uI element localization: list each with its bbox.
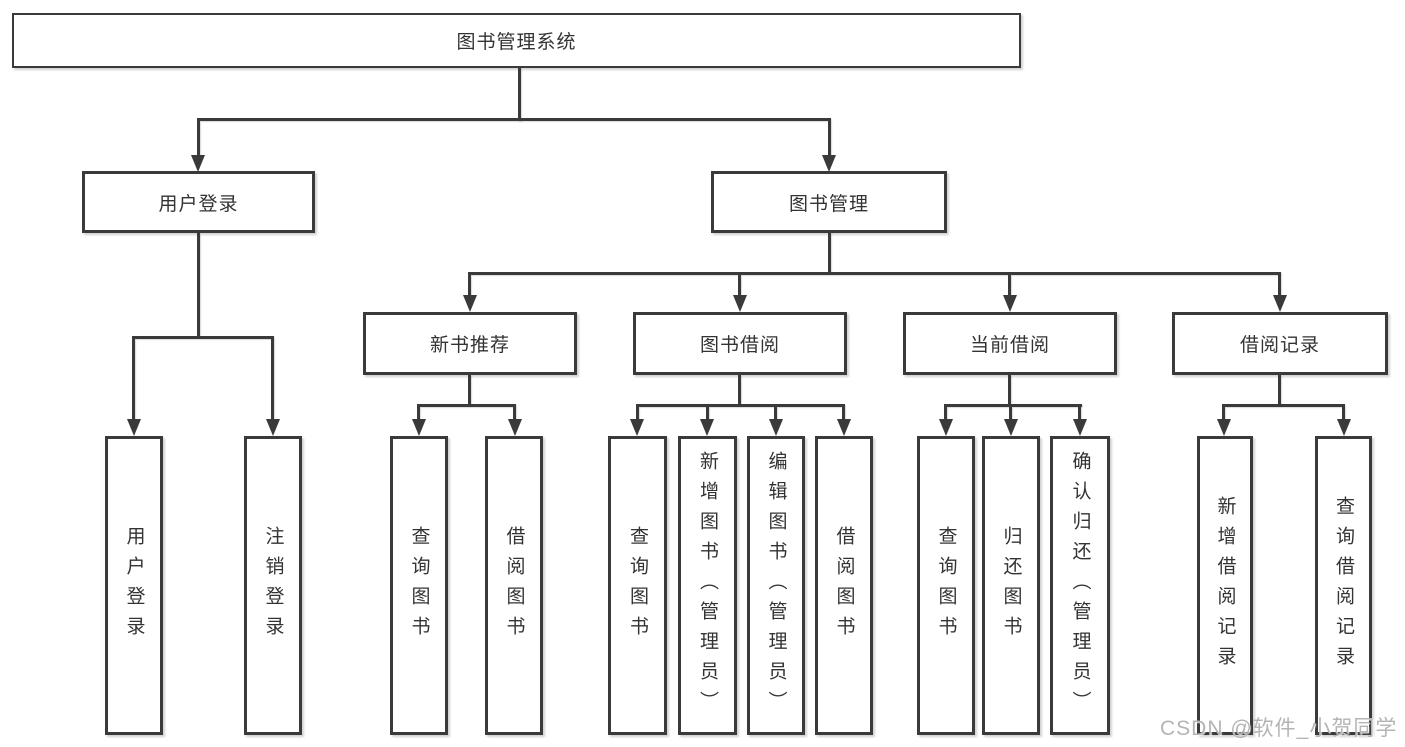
leaf-record-add-record: 新增借阅记录 [1197, 436, 1253, 735]
arrowhead-login-leaf [127, 419, 141, 436]
arrowhead-book-mgmt [822, 155, 836, 172]
node-book-management: 图书管理 [711, 171, 947, 233]
node-root: 图书管理系统 [12, 13, 1021, 68]
arrowhead-leaf [769, 419, 783, 436]
arrowhead-leaf [508, 419, 522, 436]
arrowhead-new-book [463, 295, 477, 312]
node-new-book-recommend: 新书推荐 [363, 312, 577, 375]
node-book-borrow: 图书借阅 [633, 312, 847, 375]
arrowhead-leaf [837, 419, 851, 436]
connector-leaf-drop [1342, 407, 1345, 419]
connector-level3-bus [468, 272, 1281, 275]
node-current-borrow: 当前借阅 [903, 312, 1117, 375]
connector-borrow-record-bus [1222, 404, 1345, 407]
connector-leaf-drop [513, 407, 516, 419]
arrowhead-leaf [412, 419, 426, 436]
node-user-login: 用户登录 [82, 171, 315, 233]
connector-level2-bus [197, 118, 831, 121]
leaf-borrow-add-book-admin: 新增图书（管理员） [678, 436, 737, 735]
connector-new-book-drop [468, 275, 471, 296]
arrowhead-logout-leaf [266, 419, 280, 436]
leaf-current-confirm-return-admin: 确认归还（管理员） [1050, 436, 1110, 735]
connector-new-book-stem [468, 375, 471, 406]
node-borrow-record: 借阅记录 [1172, 312, 1388, 375]
connector-leaf-drop [1009, 407, 1012, 419]
connector-leaf-drop [774, 407, 777, 419]
connector-logout-leaf-drop [271, 339, 274, 419]
connector-leaf-drop [417, 407, 420, 419]
connector-user-login-drop [197, 121, 200, 156]
connector-user-login-bus [132, 336, 274, 339]
arrowhead-leaf [630, 419, 644, 436]
connector-book-borrow-stem [738, 375, 741, 406]
leaf-borrow-edit-book-admin: 编辑图书（管理员） [747, 436, 805, 735]
connector-leaf-drop [842, 407, 845, 419]
connector-current-borrow-stem [1008, 375, 1011, 406]
connector-book-mgmt-drop [828, 121, 831, 156]
connector-current-borrow-bus [944, 404, 1082, 407]
csdn-watermark: CSDN @软件_小贺同学 [1160, 717, 1398, 740]
connector-leaf-drop [636, 407, 639, 419]
leaf-current-return-book: 归还图书 [982, 436, 1040, 735]
connector-current-borrow-drop [1008, 275, 1011, 296]
connector-root-stem [518, 68, 521, 121]
leaf-borrow-query-book: 查询图书 [608, 436, 667, 735]
arrowhead-leaf [939, 419, 953, 436]
connector-book-borrow-bus [636, 404, 845, 407]
leaf-logout: 注销登录 [244, 436, 302, 735]
arrowhead-leaf [1217, 419, 1231, 436]
arrowhead-leaf [1073, 419, 1087, 436]
arrowhead-leaf [700, 419, 714, 436]
arrowhead-book-borrow [733, 295, 747, 312]
connector-book-borrow-drop [738, 275, 741, 296]
leaf-newrec-borrow-book: 借阅图书 [485, 436, 543, 735]
leaf-current-query-book: 查询图书 [917, 436, 975, 735]
connector-user-login-stem [197, 233, 200, 336]
connector-leaf-drop [1222, 407, 1225, 419]
arrowhead-leaf [1337, 419, 1351, 436]
connector-leaf-drop [1078, 407, 1081, 419]
connector-book-mgmt-stem [828, 233, 831, 273]
arrowhead-current-borrow [1003, 295, 1017, 312]
connector-leaf-drop [706, 407, 709, 419]
leaf-user-login: 用户登录 [105, 436, 163, 735]
connector-new-book-bus [417, 404, 516, 407]
arrowhead-leaf [1004, 419, 1018, 436]
connector-leaf-drop [944, 407, 947, 419]
leaf-record-query-record: 查询借阅记录 [1315, 436, 1372, 735]
leaf-borrow-borrow-book: 借阅图书 [815, 436, 873, 735]
connector-login-leaf-drop [132, 339, 135, 419]
connector-borrow-record-stem [1278, 375, 1281, 406]
connector-borrow-record-drop [1278, 275, 1281, 296]
arrowhead-borrow-record [1273, 295, 1287, 312]
leaf-newrec-query-book: 查询图书 [390, 436, 448, 735]
arrowhead-user-login [191, 155, 205, 172]
